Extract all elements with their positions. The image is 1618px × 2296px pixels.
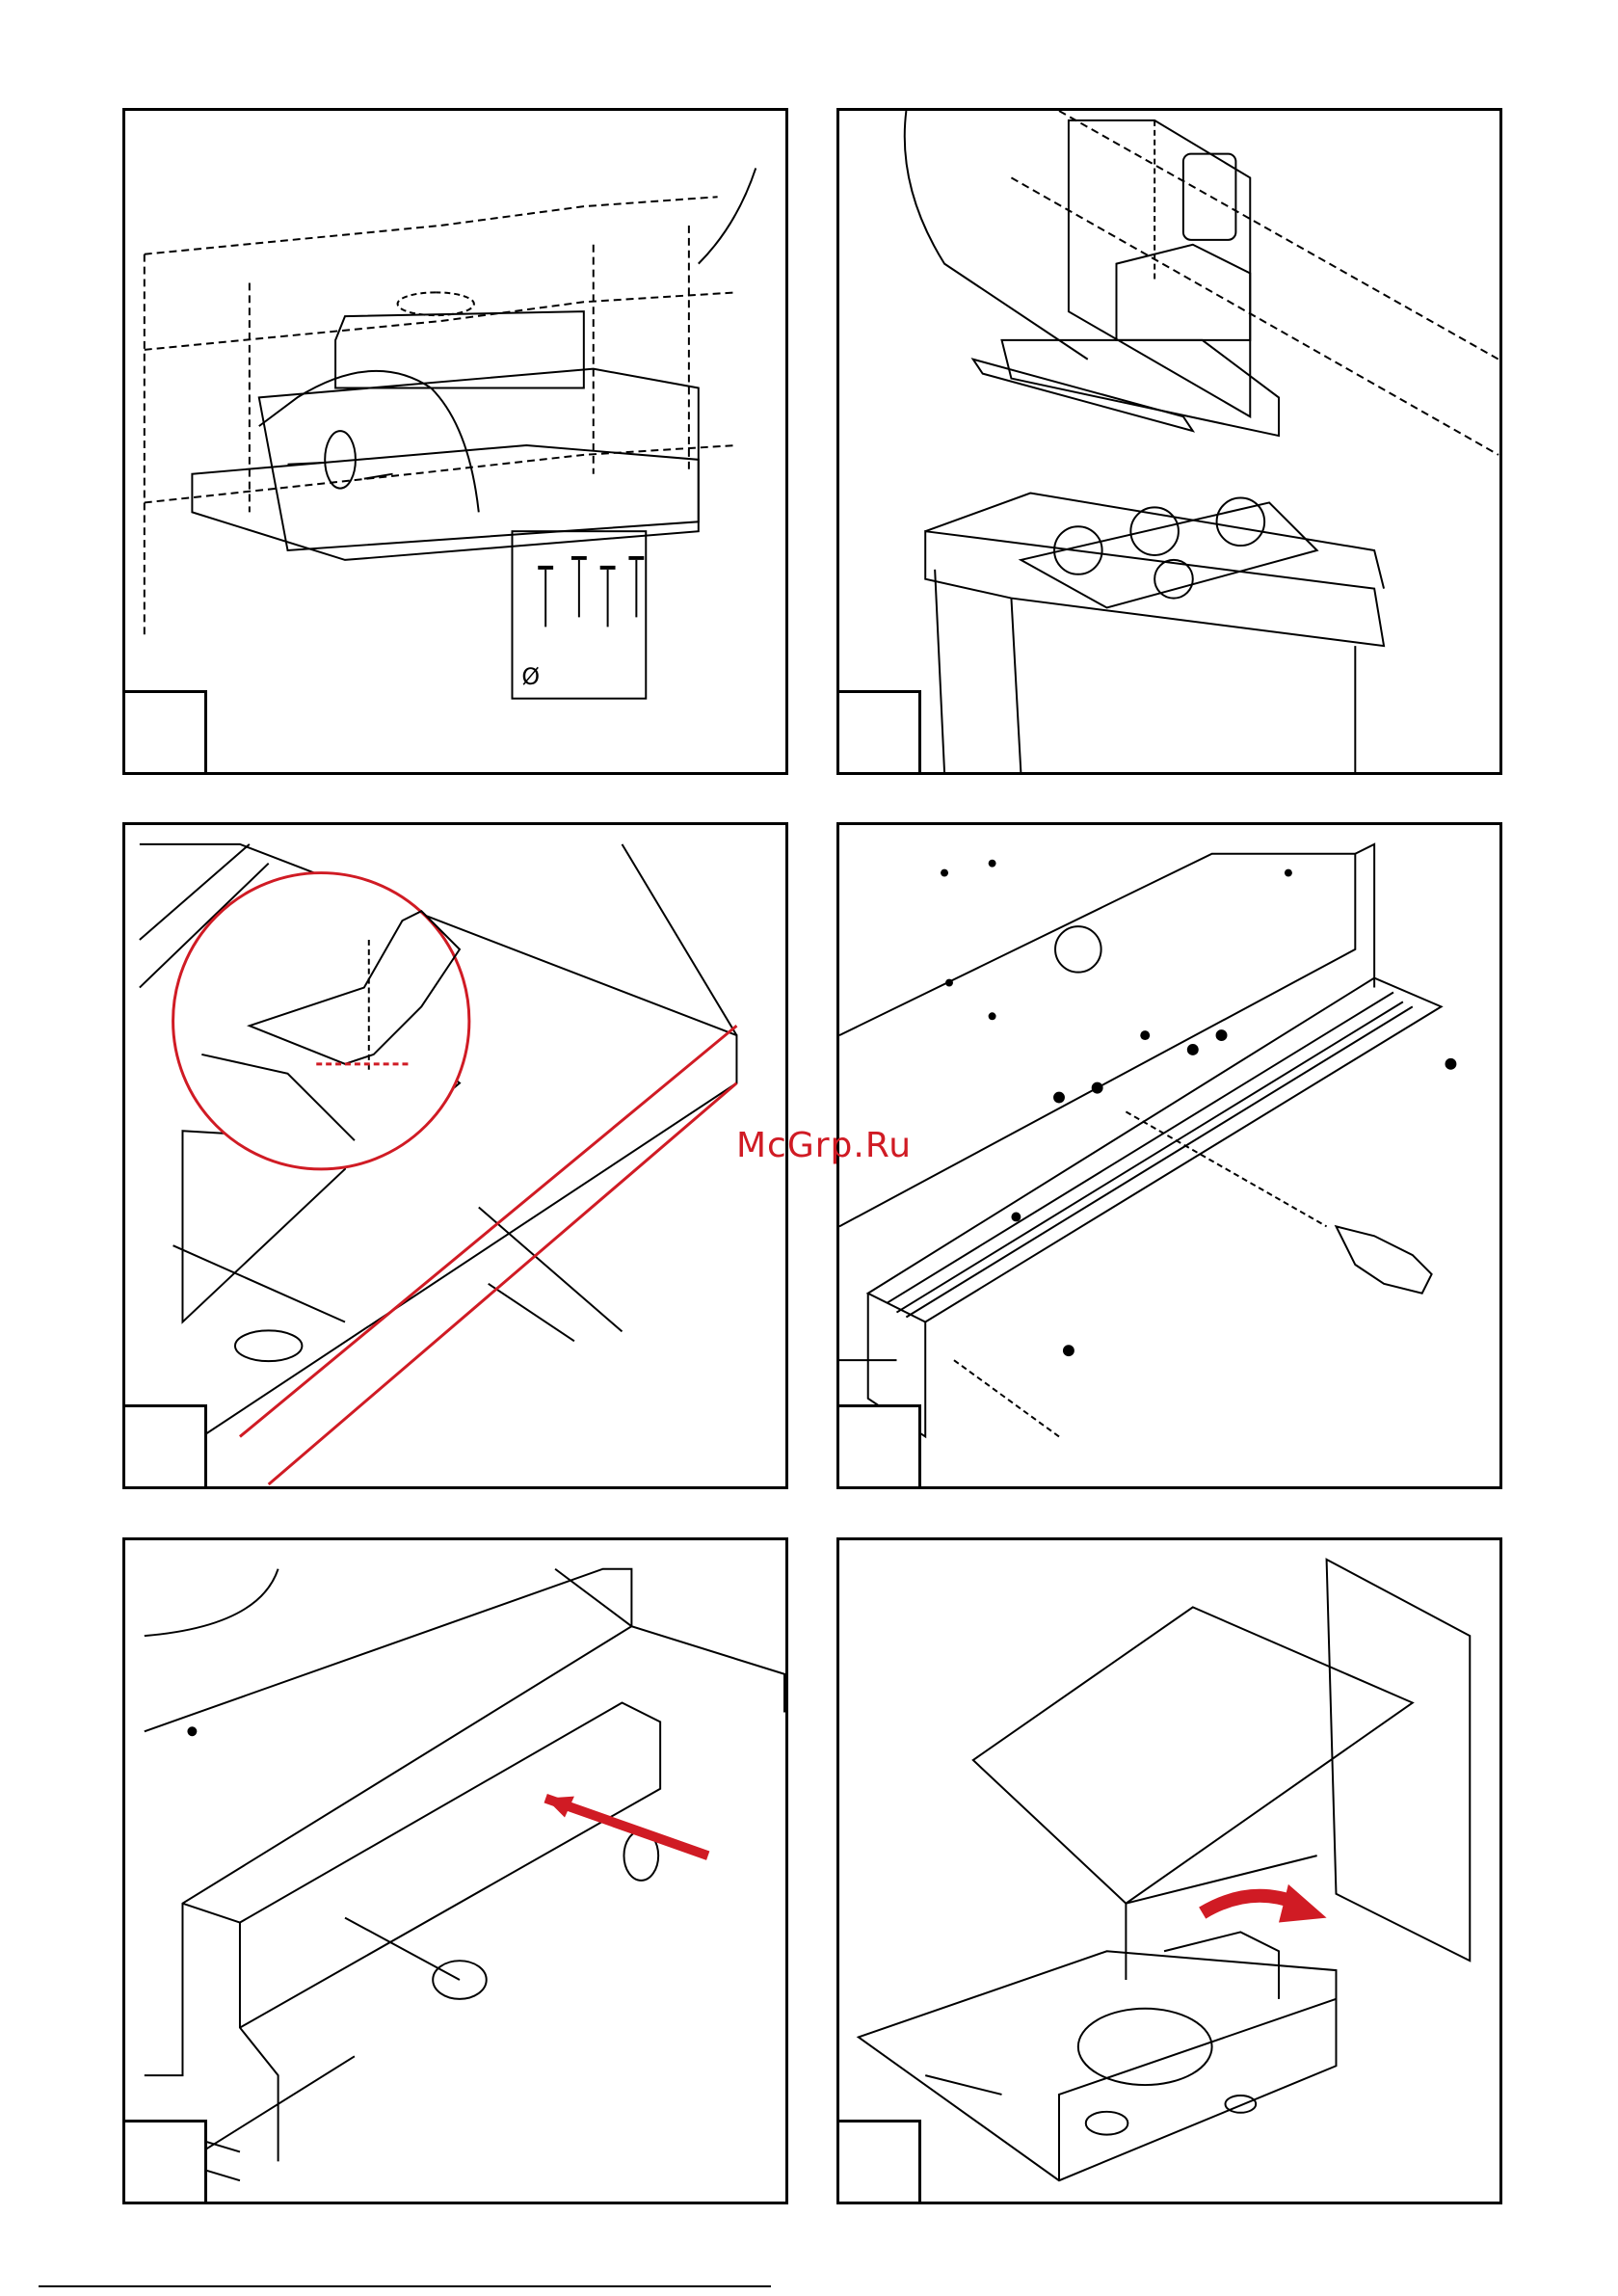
panel-cut-template xyxy=(122,822,788,1489)
panel-mount-screws: Ø xyxy=(122,108,788,775)
illustration-hood-mounting: Ø xyxy=(125,111,785,772)
step-number-box xyxy=(836,690,921,775)
illustration-front-rail xyxy=(839,825,1499,1486)
step-number-box xyxy=(836,1404,921,1489)
panel-cabinet-install xyxy=(836,108,1502,775)
screw-diameter-label: Ø xyxy=(521,663,540,690)
panel-knob-attach xyxy=(122,1537,788,2204)
panel-front-rail xyxy=(836,822,1502,1489)
step-number-box xyxy=(836,2120,921,2204)
step-number-box xyxy=(122,2120,207,2204)
illustration-filter-open xyxy=(839,1540,1499,2202)
watermark-text: McGrp.Ru xyxy=(718,1126,930,1165)
illustration-knob-attach xyxy=(125,1540,785,2202)
step-number-box xyxy=(122,1404,207,1489)
illustration-cabinet-cooktop xyxy=(839,111,1499,772)
panel-filter-open xyxy=(836,1537,1502,2204)
illustration-cut-template xyxy=(125,825,785,1486)
footer-divider xyxy=(39,2285,771,2287)
step-number-box xyxy=(122,690,207,775)
